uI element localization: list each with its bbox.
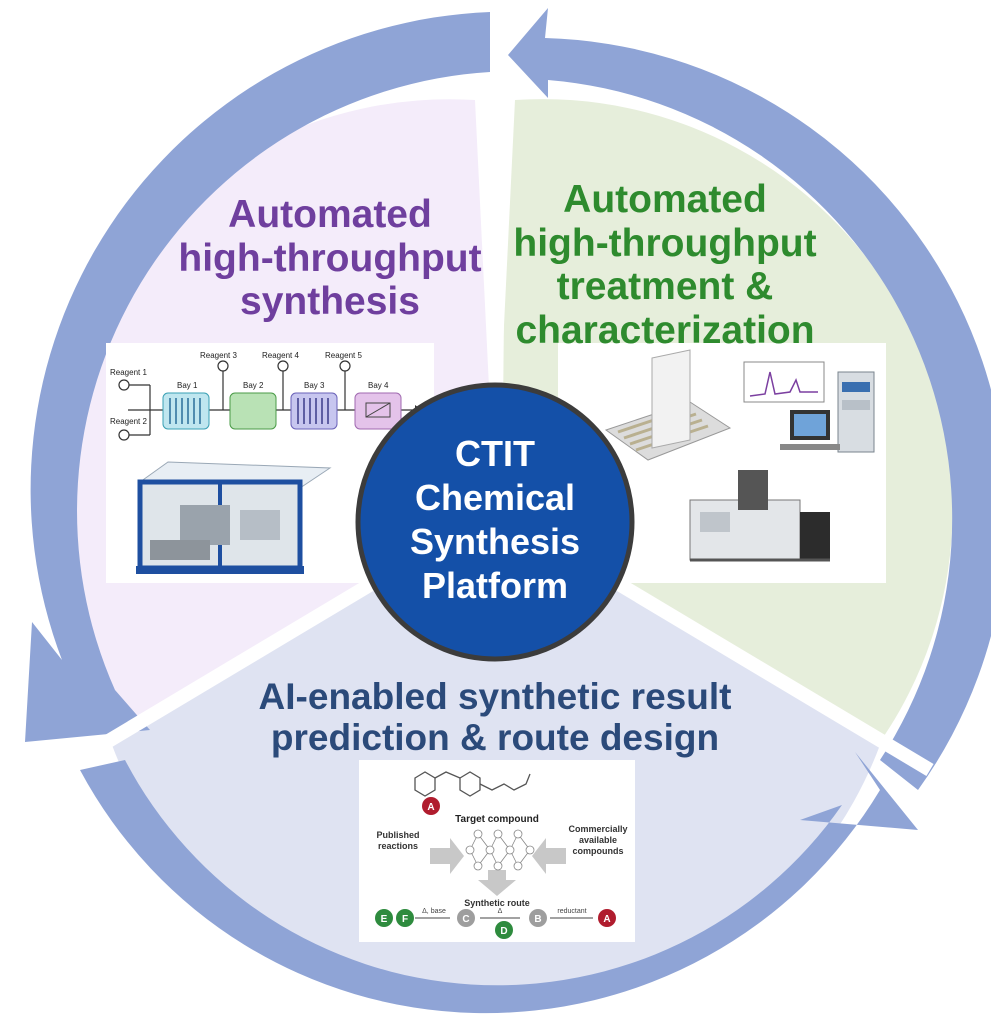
cycle-arrows	[25, 8, 991, 1014]
route-node-c-label: C	[462, 914, 469, 925]
down-arrow	[478, 870, 516, 896]
ai-panel: A Target compound Published reactions Co…	[359, 760, 635, 942]
treatment-title: Automated high-throughput treatment & ch…	[500, 178, 830, 353]
bay-1-box	[162, 392, 210, 430]
route-node-d	[495, 921, 513, 939]
route-arrow-label-1: Δ, base	[422, 908, 446, 915]
ai-title-line-2: prediction & route design	[270, 717, 720, 759]
reagent-5-label: Reagent 5	[325, 351, 362, 360]
target-node	[422, 797, 440, 815]
bay-4-box	[354, 392, 402, 430]
reagent-4-label: Reagent 4	[262, 351, 299, 360]
published-label-line-2: reactions	[378, 841, 418, 851]
treatment-title-line-3: treatment &	[556, 265, 774, 309]
center-line-4: Platform	[421, 565, 569, 606]
hplc-workstation-icon	[743, 361, 875, 453]
commercial-label-line-2: available	[579, 835, 617, 845]
gc-ms-instrument-icon	[689, 470, 830, 562]
route-node-a	[598, 909, 616, 927]
bay-2-label: Bay 2	[243, 381, 264, 390]
route-node-c	[457, 909, 475, 927]
target-molecule-icon	[414, 771, 531, 797]
commercial-label-line-3: compounds	[573, 846, 624, 856]
center-line-1: CTIT	[455, 433, 535, 474]
arc-arrow-right	[508, 8, 991, 790]
arc-arrow-bottom	[80, 752, 918, 1014]
synthetic-route-label: Synthetic route	[464, 898, 530, 908]
automated-synthesis-robot-image	[136, 461, 332, 574]
ai-title: AI-enabled synthetic result prediction &…	[170, 676, 820, 759]
bay-4-label: Bay 4	[368, 381, 389, 390]
route-node-b	[529, 909, 547, 927]
reagent-3-label: Reagent 3	[200, 351, 237, 360]
reagent-2-label: Reagent 2	[110, 417, 147, 426]
route-node-e	[375, 909, 393, 927]
bay-3-box	[290, 392, 338, 430]
synthesis-title: Automated high-throughput synthesis	[150, 193, 510, 324]
treatment-title-line-1: Automated	[563, 178, 767, 221]
route-node-f-label: F	[402, 914, 408, 925]
commercial-label-line-1: Commercially	[568, 824, 627, 834]
arc-arrow-left	[25, 12, 490, 742]
flow-labels: Reagent 1 Reagent 2 Reagent 3 Reagent 4 …	[110, 351, 389, 426]
treatment-title-line-4: characterization	[515, 309, 815, 353]
target-node-label: A	[427, 802, 434, 813]
bay-3-label: Bay 3	[304, 381, 325, 390]
route-node-b-label: B	[534, 914, 541, 925]
ai-title-line-1: AI-enabled synthetic result	[258, 676, 732, 717]
route-arrow-label-3: reductant	[557, 908, 586, 915]
target-compound-label: Target compound	[455, 814, 539, 825]
synthetic-route: E F C D B A Δ, base Δ reductant	[375, 908, 616, 939]
well-plate-icon	[604, 349, 732, 461]
center-line-3: Synthesis	[409, 521, 581, 562]
route-node-e-label: E	[381, 914, 388, 925]
center-hub-label: CTIT Chemical Synthesis Platform	[360, 432, 630, 608]
synthesis-title-line-3: synthesis	[240, 280, 420, 324]
center-line-2: Chemical	[414, 477, 576, 518]
synthesis-title-line-2: high-throughput	[178, 236, 482, 280]
route-node-f	[396, 909, 414, 927]
bay-1-label: Bay 1	[177, 381, 198, 390]
treatment-title-line-2: high-throughput	[513, 221, 817, 265]
route-node-a-label: A	[603, 914, 610, 925]
synthesis-title-line-1: Automated	[228, 193, 432, 236]
commercial-arrow	[532, 838, 566, 874]
route-arrow-label-2: Δ	[498, 908, 503, 915]
reagent-1-label: Reagent 1	[110, 368, 147, 377]
center-hub	[355, 382, 635, 662]
neural-network-icon	[465, 829, 535, 871]
route-node-d-label: D	[500, 926, 507, 937]
published-arrow	[430, 838, 464, 874]
bay-2-box	[229, 392, 277, 430]
published-label-line-1: Published	[376, 830, 419, 840]
